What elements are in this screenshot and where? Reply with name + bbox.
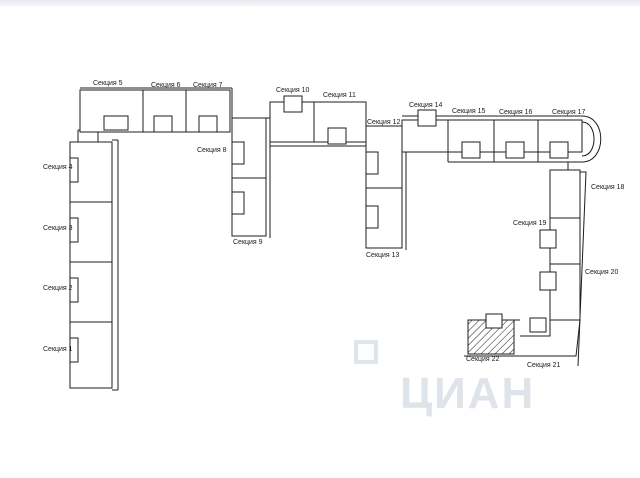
block-8-9-outline bbox=[231, 117, 267, 237]
label-section-17: Секция 17 bbox=[552, 109, 586, 116]
label-section-21: Секция 21 bbox=[527, 362, 561, 369]
top-left-block bbox=[79, 87, 233, 133]
label-section-14: Секция 14 bbox=[409, 102, 443, 109]
label-section-5: Секция 5 bbox=[93, 80, 123, 87]
section-22-highlight bbox=[464, 313, 520, 357]
label-section-11: Секция 11 bbox=[323, 92, 356, 99]
top-right-block bbox=[401, 109, 602, 163]
label-section-8: Секция 8 bbox=[197, 147, 227, 154]
label-section-4: Секция 4 bbox=[43, 164, 73, 171]
label-section-3: Секция 3 bbox=[43, 225, 73, 232]
label-section-18: Секция 18 bbox=[591, 184, 625, 191]
watermark-logo bbox=[354, 340, 378, 364]
block-8-9 bbox=[231, 110, 271, 238]
label-section-9: Секция 9 bbox=[233, 239, 263, 246]
left-wing bbox=[69, 129, 119, 391]
block-12-13 bbox=[365, 125, 407, 250]
block-12-13-outline bbox=[365, 125, 403, 249]
label-section-1: Секция 1 bbox=[43, 346, 73, 353]
label-section-2: Секция 2 bbox=[43, 285, 73, 292]
label-section-13: Секция 13 bbox=[366, 252, 400, 259]
left-wing-outline bbox=[69, 141, 113, 389]
label-section-19: Секция 19 bbox=[513, 220, 547, 227]
label-section-7: Секция 7 bbox=[193, 82, 223, 89]
label-section-15: Секция 15 bbox=[452, 108, 486, 115]
watermark: ЦИАН bbox=[354, 340, 535, 418]
label-section-10: Секция 10 bbox=[276, 87, 310, 94]
block-10-11 bbox=[269, 95, 367, 147]
label-section-6: Секция 6 bbox=[151, 82, 181, 89]
label-section-20: Секция 20 bbox=[585, 269, 619, 276]
right-wing bbox=[520, 162, 587, 367]
label-section-12: Секция 12 bbox=[367, 119, 401, 126]
watermark-text: ЦИАН bbox=[400, 369, 535, 418]
label-section-22: Секция 22 bbox=[466, 356, 500, 363]
label-section-16: Секция 16 bbox=[499, 109, 533, 116]
section-labels: Секция 1 Секция 2 Секция 3 Секция 4 Секц… bbox=[43, 80, 625, 369]
top-bar bbox=[0, 0, 640, 6]
